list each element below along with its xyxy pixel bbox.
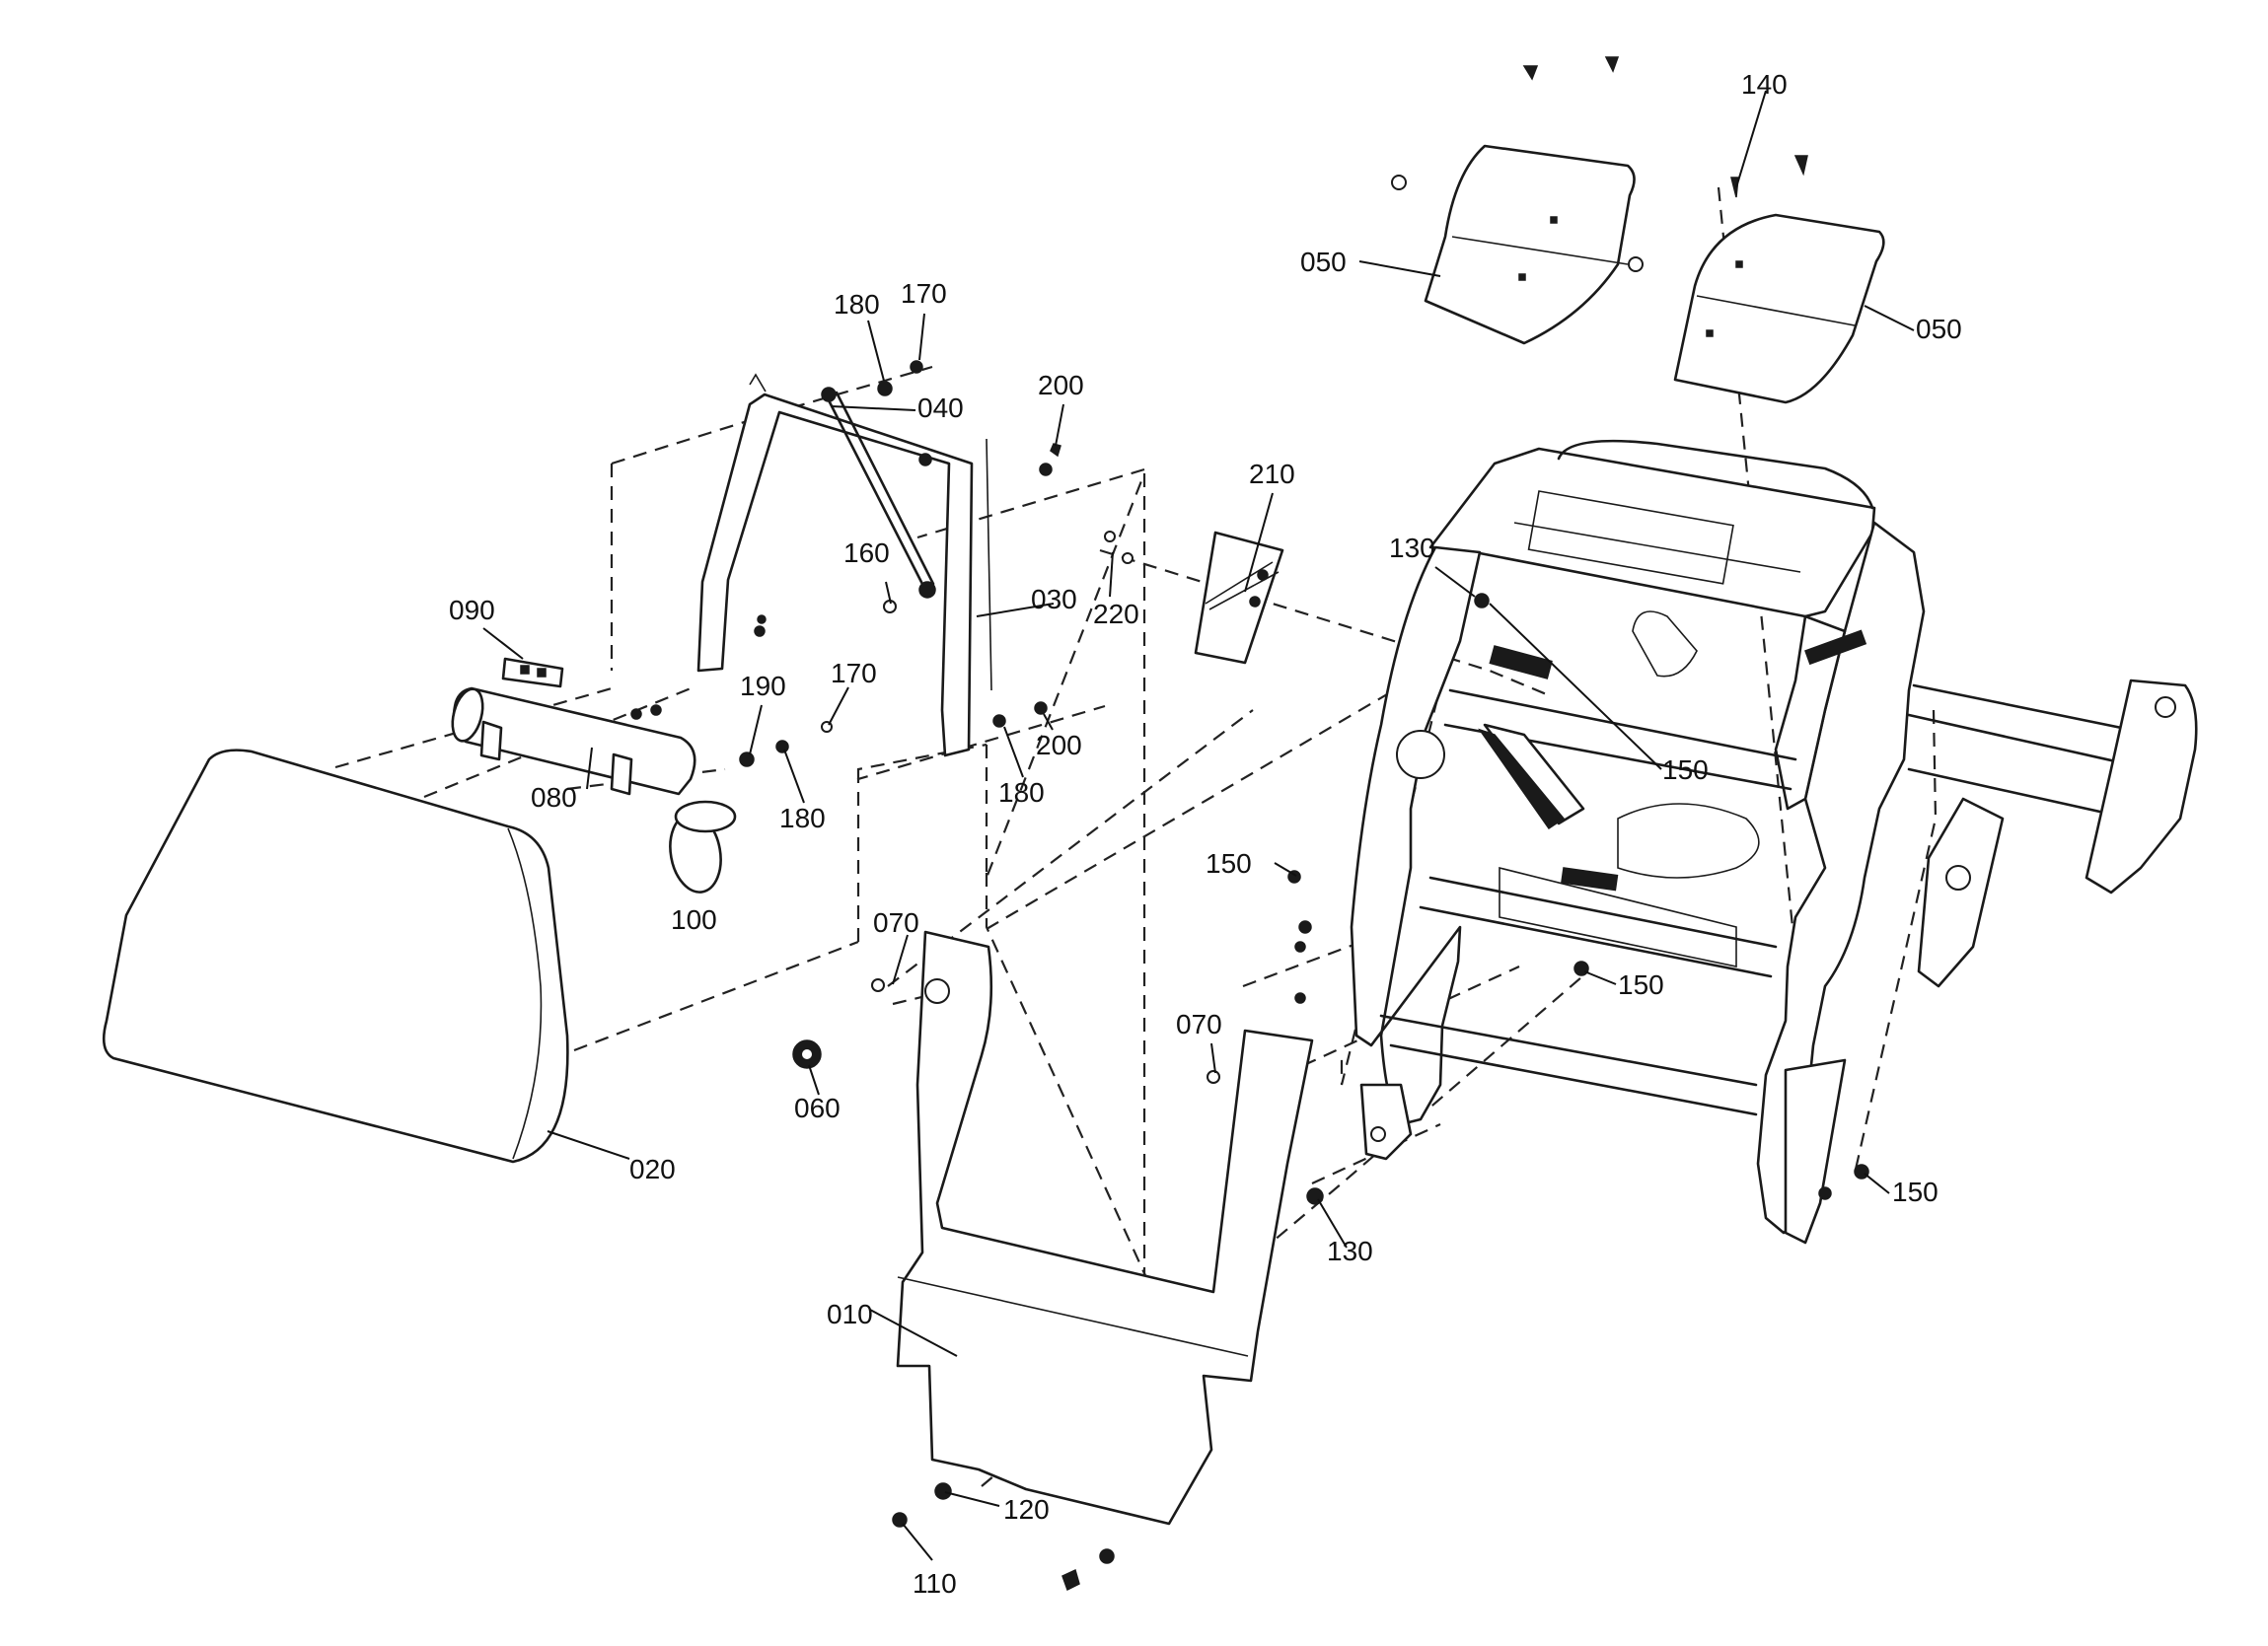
callout-010: 010 bbox=[827, 1299, 873, 1329]
callout-180: 180 bbox=[834, 289, 880, 320]
callout-030: 030 bbox=[1031, 584, 1077, 614]
part-030-frame bbox=[696, 373, 992, 757]
callout-130: 130 bbox=[1389, 533, 1435, 563]
callout-150: 150 bbox=[1206, 848, 1252, 879]
callout-220: 220 bbox=[1093, 599, 1139, 629]
callout-100: 100 bbox=[671, 904, 717, 935]
callout-170: 170 bbox=[831, 658, 877, 688]
callout-120: 120 bbox=[1003, 1494, 1050, 1525]
part-050-shield-left bbox=[1424, 144, 1636, 345]
part-080-tube bbox=[451, 686, 696, 796]
callout-060: 060 bbox=[794, 1093, 841, 1123]
callout-210: 210 bbox=[1249, 459, 1295, 489]
callout-160: 160 bbox=[843, 537, 890, 568]
part-050-shield-right bbox=[1673, 213, 1885, 404]
part-020-cushion bbox=[102, 749, 569, 1164]
callout-020: 020 bbox=[629, 1154, 676, 1184]
callout-170: 170 bbox=[901, 278, 947, 309]
callout-070: 070 bbox=[873, 907, 919, 938]
callout-090: 090 bbox=[449, 595, 495, 625]
callout-190: 190 bbox=[740, 671, 786, 701]
callout-200: 200 bbox=[1038, 370, 1084, 400]
callout-180: 180 bbox=[779, 803, 826, 833]
callout-140: 140 bbox=[1741, 69, 1788, 100]
callout-130: 130 bbox=[1327, 1236, 1373, 1266]
callout-080: 080 bbox=[531, 782, 577, 813]
part-090-bracket bbox=[501, 657, 564, 688]
part-040-strut bbox=[821, 387, 936, 599]
callout-150: 150 bbox=[1618, 969, 1664, 1000]
part-100-sleeve bbox=[669, 800, 737, 894]
callout-200: 200 bbox=[1036, 730, 1082, 760]
callout-labels: 140 050 050 170 180 040 200 210 130 160 … bbox=[449, 69, 1962, 1599]
part-210-cover bbox=[1194, 531, 1284, 665]
main-chassis bbox=[1350, 439, 2198, 1245]
callout-050: 050 bbox=[1300, 247, 1347, 277]
part-010-panel bbox=[896, 930, 1314, 1526]
callout-150: 150 bbox=[1662, 754, 1709, 785]
callout-150: 150 bbox=[1892, 1177, 1939, 1207]
callout-leaders bbox=[482, 90, 1915, 1561]
callout-040: 040 bbox=[917, 393, 964, 423]
hardware-fasteners bbox=[630, 56, 1869, 1592]
callout-050: 050 bbox=[1916, 314, 1962, 344]
callout-070: 070 bbox=[1176, 1009, 1222, 1039]
callout-180: 180 bbox=[998, 777, 1045, 808]
callout-110: 110 bbox=[913, 1568, 957, 1599]
